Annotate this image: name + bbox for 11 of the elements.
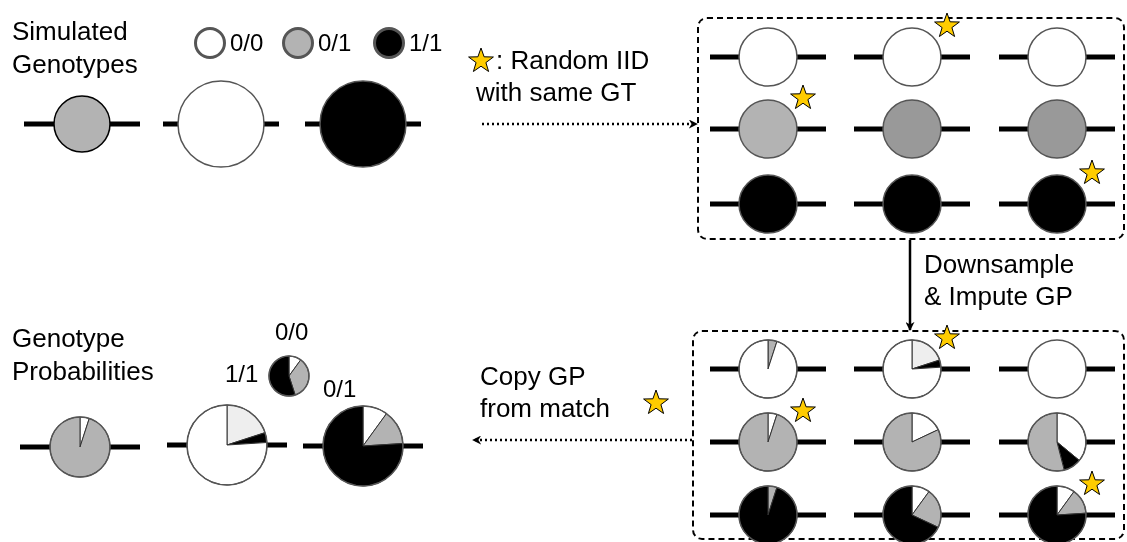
arrow (472, 435, 692, 445)
pie-legend-label: 1/1 (225, 360, 259, 388)
arrow (482, 119, 698, 129)
section-heading: Simulated Genotypes (12, 15, 139, 81)
legend-label: 0/1 (318, 29, 352, 57)
legend-label: 0/0 (230, 29, 264, 57)
pie-legend-label: 0/1 (323, 375, 357, 403)
pie-legend-label: 0/0 (275, 318, 309, 346)
section-heading: Genotype Probabilities (12, 322, 155, 388)
arrow (905, 240, 915, 331)
legend-label: 1/1 (409, 29, 443, 57)
